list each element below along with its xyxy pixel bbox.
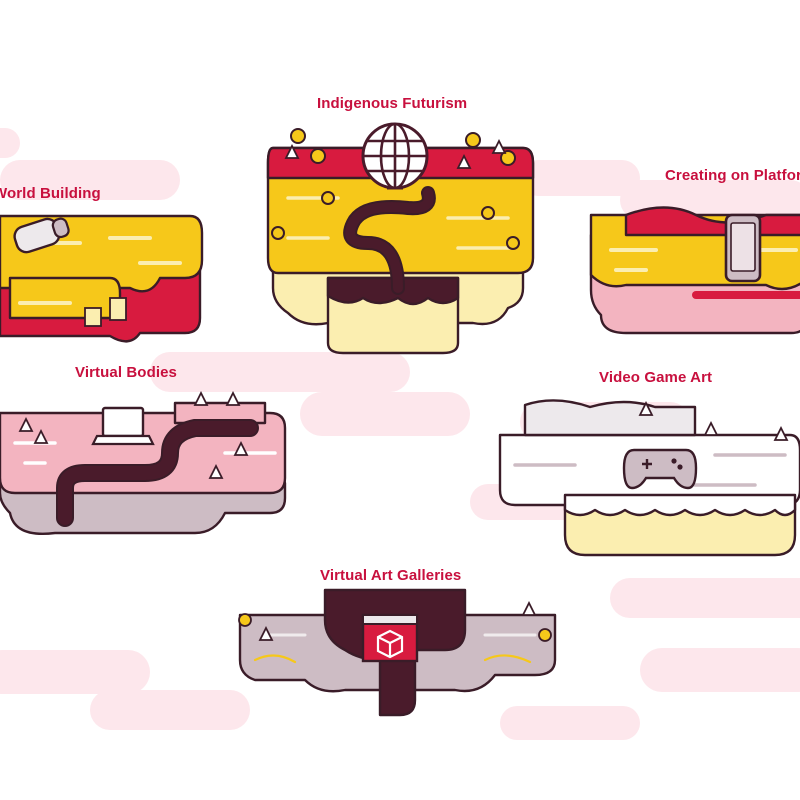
cube-window-icon xyxy=(361,613,419,663)
island-virtual-bodies xyxy=(0,390,287,535)
island-video-game-art xyxy=(498,399,800,557)
gamepad-icon xyxy=(622,448,698,490)
island-virtual-art-galleries xyxy=(238,588,557,717)
island-world-building xyxy=(0,214,204,343)
smartphone-icon xyxy=(724,213,762,283)
laptop-icon xyxy=(91,406,155,446)
island-label-world-building[interactable]: World Building xyxy=(0,185,101,202)
vr-headset-icon xyxy=(13,217,70,254)
island-indigenous-futurism xyxy=(266,122,535,355)
island-label-creating-on-platforms[interactable]: Creating on Platforms xyxy=(665,167,800,184)
island-label-virtual-art-galleries[interactable]: Virtual Art Galleries xyxy=(320,567,462,584)
island-label-video-game-art[interactable]: Video Game Art xyxy=(599,369,713,386)
island-label-virtual-bodies[interactable]: Virtual Bodies xyxy=(75,364,177,381)
island-label-indigenous-futurism[interactable]: Indigenous Futurism xyxy=(317,95,468,112)
island-creating-on-platforms xyxy=(589,206,800,335)
globe-icon xyxy=(361,122,429,190)
